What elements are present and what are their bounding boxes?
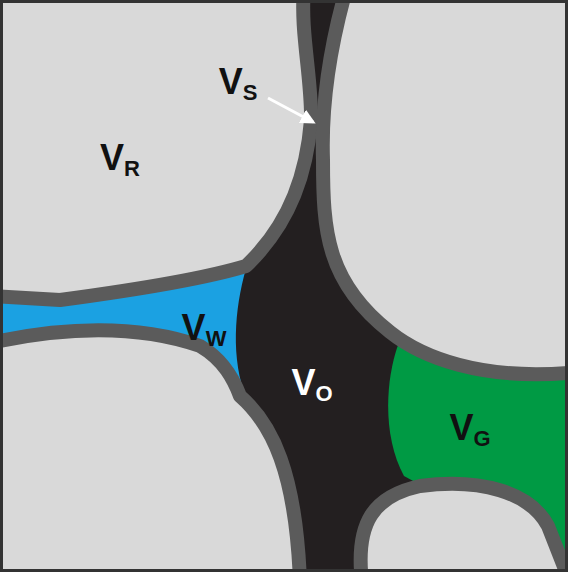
volume-label: VO (291, 365, 332, 405)
leader-arrow (268, 98, 313, 122)
volume-label: VW (182, 310, 227, 350)
subscript: S (243, 80, 258, 105)
symbol: V (291, 362, 315, 403)
volume-label: VR (100, 140, 140, 180)
rock-grain (0, 331, 300, 572)
subscript: O (315, 381, 332, 406)
symbol: V (100, 137, 124, 178)
subscript: W (206, 326, 227, 351)
volume-label: VS (219, 64, 258, 104)
rock-grain (0, 0, 311, 300)
subscript: R (124, 156, 140, 181)
rock-grain (323, 0, 568, 374)
symbol: V (219, 61, 243, 102)
symbol: V (449, 407, 473, 448)
volume-label: VG (449, 410, 490, 450)
subscript: G (473, 426, 490, 451)
rock-grain (361, 484, 568, 572)
symbol: V (182, 307, 206, 348)
